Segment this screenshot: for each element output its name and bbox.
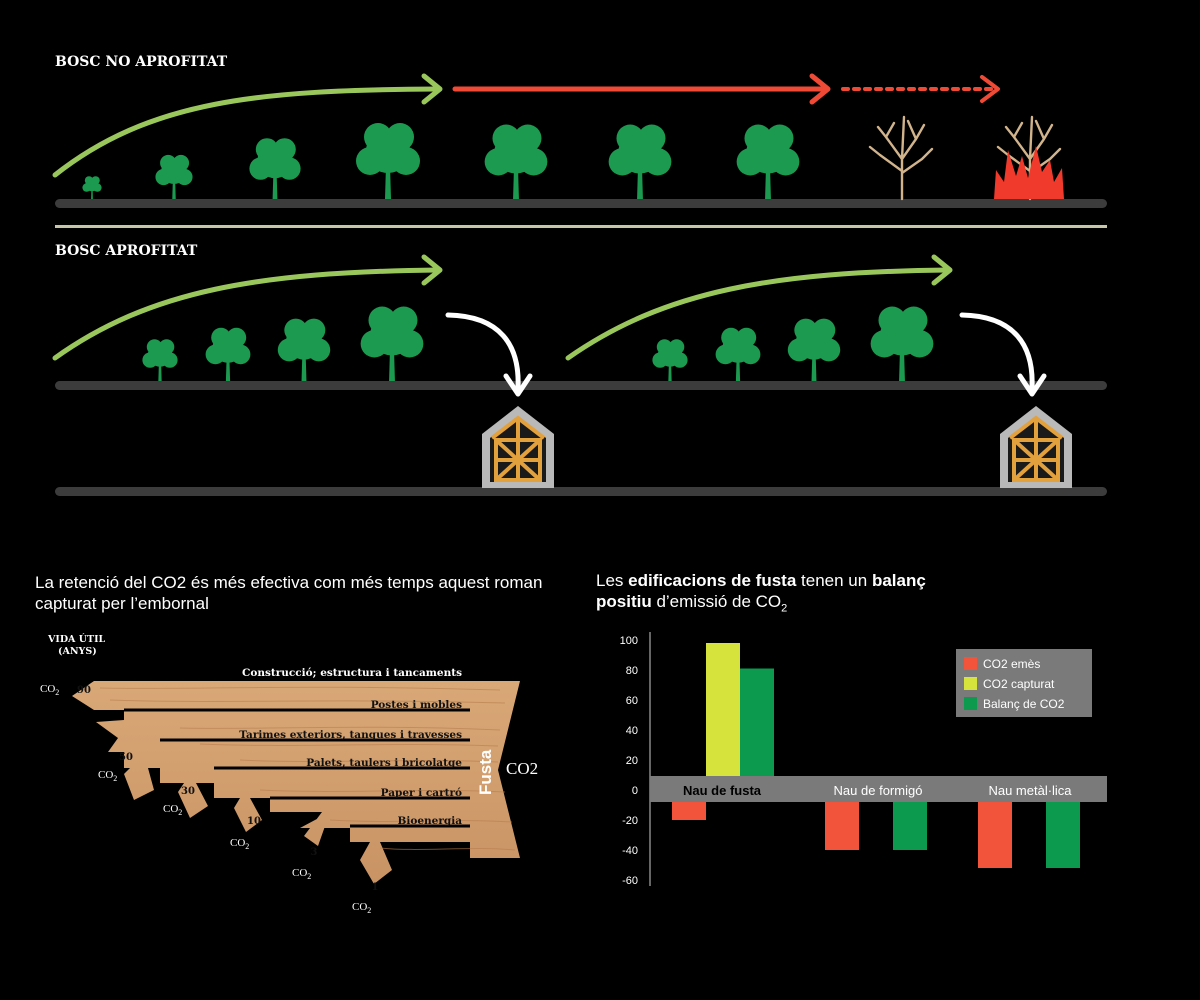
lifespan-50: 50 xyxy=(119,752,133,763)
co2-release-90: CO2 xyxy=(40,683,59,697)
retention-caption: La retenció del CO2 és més efectiva com … xyxy=(35,573,543,613)
co2-release-50: CO2 xyxy=(98,769,117,783)
legend-entry: Balanç de CO2 xyxy=(983,697,1065,711)
bar-2-1 xyxy=(825,802,859,850)
tree-stage-7 xyxy=(736,124,800,199)
co2-release-1: CO2 xyxy=(352,901,371,915)
decline-arrow-unmanaged xyxy=(841,75,1000,103)
use-label-paper: Paper i cartró xyxy=(381,787,462,799)
timber-building-icon-1 xyxy=(480,404,556,490)
ground-line-managed xyxy=(55,381,1107,390)
bar-3-3 xyxy=(1046,802,1080,868)
y-tick-label: 40 xyxy=(626,725,638,737)
bar-1-2 xyxy=(706,643,740,776)
timber-building-icon-2 xyxy=(998,404,1074,490)
y-tick-label: -60 xyxy=(622,875,638,887)
wood-flow-band xyxy=(72,681,520,884)
growth-arrow-unmanaged xyxy=(52,73,443,178)
lifespan-3: 3 xyxy=(311,847,318,858)
wood-uses-diagram xyxy=(72,681,520,884)
zero-band xyxy=(650,776,1107,802)
harvest-arrow-1 xyxy=(445,312,533,397)
tree-stage-1 xyxy=(82,176,102,199)
ground-line-buildings xyxy=(55,487,1107,496)
source-label-fusta: Fusta xyxy=(476,749,495,795)
ground-line-unmanaged xyxy=(55,199,1107,208)
category-label: Nau de formigó xyxy=(834,783,923,798)
use-label-bioenergy: Bioenergia xyxy=(397,815,462,827)
co2-release-labels: CO2 CO2 CO2 CO2 CO2 CO2 xyxy=(40,683,371,915)
category-label: Nau metàl·lica xyxy=(988,783,1072,798)
bar-1-3 xyxy=(740,668,774,776)
legend-entry: CO2 capturat xyxy=(983,677,1055,691)
y-tick-label: -40 xyxy=(622,845,638,857)
y-tick-label: 0 xyxy=(632,785,638,797)
lifespan-10: 10 xyxy=(247,816,261,827)
co2-release-10: CO2 xyxy=(230,837,249,851)
y-tick-label: 60 xyxy=(626,695,638,707)
category-label: Nau de fusta xyxy=(683,783,762,798)
section-divider xyxy=(55,225,1107,228)
use-label-pallets: Palets, taulers i bricolatge xyxy=(306,757,462,769)
use-label-construction: Construcció; estructura i tancaments xyxy=(242,667,462,679)
y-tick-label: -20 xyxy=(622,815,638,827)
co2-release-30: CO2 xyxy=(163,803,182,817)
y-tick-label: 80 xyxy=(626,665,638,677)
tree-managed-1 xyxy=(142,339,178,381)
lifespan-30: 30 xyxy=(181,786,195,797)
managed-forest-title: BOSC APROFITAT xyxy=(55,243,198,259)
tree-managed-7 xyxy=(787,318,841,381)
tree-stage-2 xyxy=(155,154,193,199)
source-gas-label: CO2 xyxy=(506,759,538,778)
bar-3-1 xyxy=(978,802,1012,868)
tree-stage-4 xyxy=(356,123,420,199)
dead-tree xyxy=(868,115,934,201)
burning-tree xyxy=(994,115,1064,201)
tree-managed-8 xyxy=(870,306,934,381)
legend-swatch xyxy=(964,657,977,670)
axis-label-line2: (ANYS) xyxy=(58,646,97,657)
legend-entry: CO2 emès xyxy=(983,657,1040,671)
co2-balance-chart: 100 80 60 40 20 0 -20 -40 -60 Nau de fusta Nau de … xyxy=(620,632,1107,887)
lifespan-1: 1 xyxy=(372,882,379,893)
y-tick-label: 100 xyxy=(620,635,638,647)
mature-arrow-unmanaged xyxy=(452,73,831,105)
bar-1-1 xyxy=(672,802,706,820)
y-tick-label: 20 xyxy=(626,755,638,767)
axis-label-line1: VIDA ÚTIL xyxy=(47,633,106,645)
tree-managed-5 xyxy=(652,339,688,381)
legend-swatch xyxy=(964,697,977,710)
tree-managed-2 xyxy=(205,327,251,381)
harvest-arrow-2 xyxy=(959,312,1047,397)
chart-caption: Les edificacions de fusta tenen un balan… xyxy=(596,571,926,615)
growth-arrow-managed-1 xyxy=(52,254,443,361)
lifespan-90: 90 xyxy=(77,685,91,696)
use-labels: Construcció; estructura i tancaments Pos… xyxy=(239,667,462,827)
tree-stage-5 xyxy=(484,124,548,199)
lifespan-values: 90 50 30 10 3 1 xyxy=(77,685,378,893)
tree-stage-6 xyxy=(608,124,672,199)
bar-2-3 xyxy=(893,802,927,850)
use-label-posts: Postes i mobles xyxy=(371,699,462,711)
tree-managed-3 xyxy=(277,318,331,381)
co2-release-3: CO2 xyxy=(292,867,311,881)
tree-managed-6 xyxy=(715,327,761,381)
use-label-decking: Tarimes exteriors, tanques i travesses xyxy=(239,729,462,741)
unmanaged-forest-title: BOSC NO APROFITAT xyxy=(55,54,228,70)
tree-stage-3 xyxy=(249,138,301,199)
growth-arrow-managed-2 xyxy=(565,254,953,361)
tree-managed-4 xyxy=(360,306,424,381)
legend-swatch xyxy=(964,677,977,690)
legend-box xyxy=(956,649,1092,717)
